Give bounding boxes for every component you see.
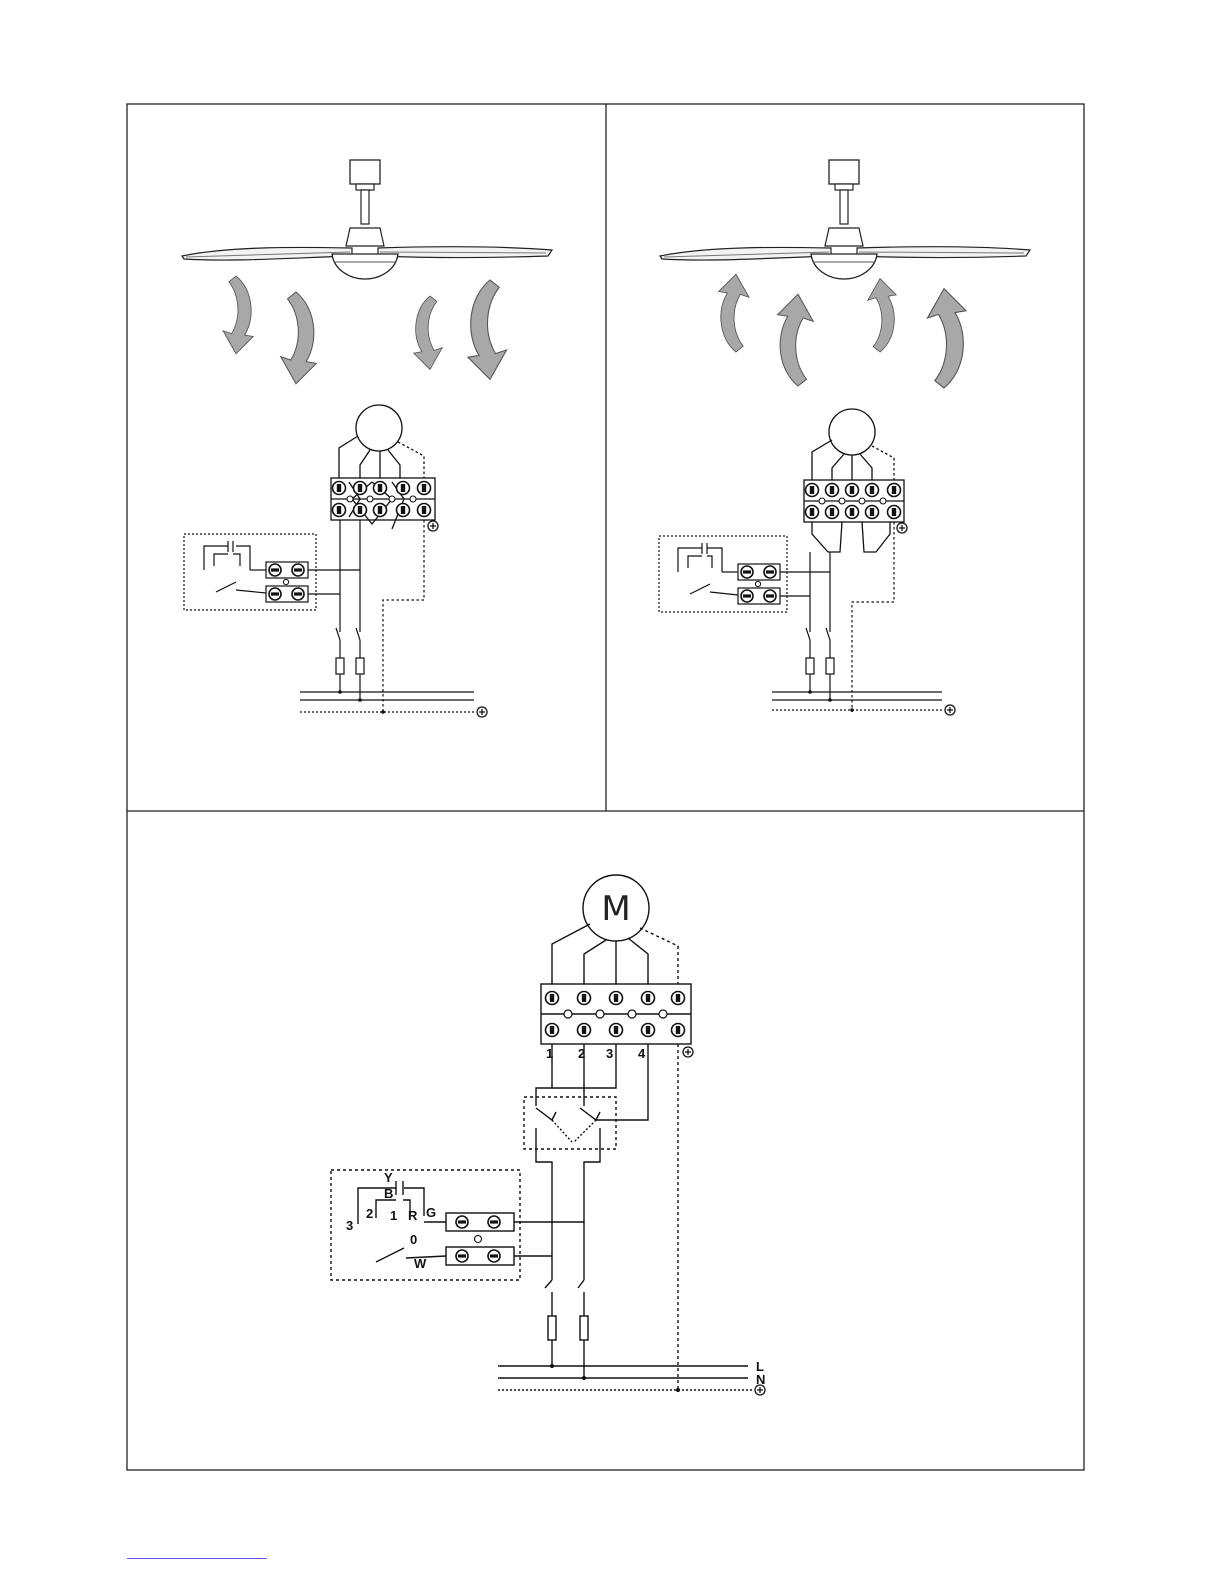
line-label-n: N — [756, 1372, 765, 1387]
wire-label-w: W — [414, 1256, 427, 1271]
position-label-0: 0 — [410, 1232, 417, 1247]
wiring-schematic-detailed — [331, 875, 752, 1390]
updraft-airflow-arrows — [719, 274, 966, 388]
downdraft-airflow-arrows — [223, 276, 507, 384]
control-switch-labels: Y B 3 2 1 R G 0 W — [346, 1170, 436, 1271]
terminal-number-4: 4 — [638, 1046, 646, 1061]
wiring-schematic-reverse — [804, 409, 904, 552]
terminal-number-labels: 1 2 3 4 — [546, 1046, 646, 1061]
motor-label: M — [601, 889, 630, 929]
fan-updraft-illustration — [660, 160, 1030, 279]
wire-label-y: Y — [384, 1170, 393, 1185]
terminal-number-3: 3 — [606, 1046, 613, 1061]
wire-label-g: G — [426, 1205, 436, 1220]
terminal-number-1: 1 — [546, 1046, 553, 1061]
terminal-number-2: 2 — [578, 1046, 585, 1061]
control-switch-forward — [184, 520, 474, 712]
position-label-3: 3 — [346, 1218, 353, 1233]
wire-label-b: B — [384, 1186, 393, 1201]
position-label-1: 1 — [390, 1208, 397, 1223]
position-label-2: 2 — [366, 1206, 373, 1221]
footer-rule — [127, 1558, 267, 1559]
supply-line-labels: L N — [756, 1359, 765, 1387]
fan-downdraft-illustration — [182, 160, 552, 279]
wire-label-r: R — [408, 1208, 418, 1223]
